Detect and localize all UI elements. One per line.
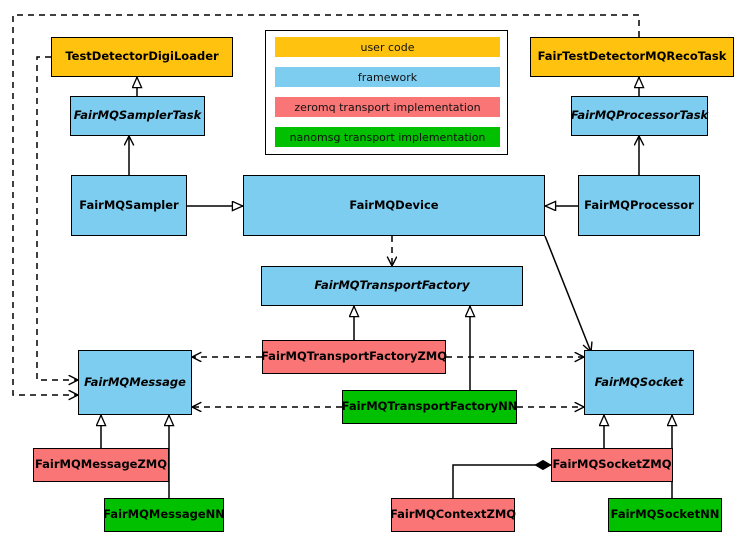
edge-digiloader-message — [36, 56, 78, 380]
class-node-fairmqprocessortask[interactable]: FairMQProcessorTask — [571, 96, 708, 136]
class-node-fairmqsamplertask[interactable]: FairMQSamplerTask — [70, 96, 205, 136]
edge-recotask-message — [12, 14, 640, 395]
class-label: FairMQSampler — [79, 197, 179, 212]
class-label: FairMQContextZMQ — [389, 507, 517, 522]
class-node-fairmqmessage[interactable]: FairMQMessage — [78, 350, 192, 415]
class-label: TestDetectorDigiLoader — [65, 49, 219, 64]
class-node-fairtestdetectormqrecotask[interactable]: FairTestDetectorMQRecoTask — [530, 37, 734, 77]
edge-device-socket — [544, 235, 591, 352]
class-label: FairMQSocket — [594, 374, 684, 389]
class-node-testdetectordigiloader[interactable]: TestDetectorDigiLoader — [51, 37, 233, 77]
class-label: FairMQMessageNN — [103, 507, 225, 522]
class-node-fairmqsampler[interactable]: FairMQSampler — [71, 175, 187, 236]
class-node-fairmqmessagezmq[interactable]: FairMQMessageZMQ — [33, 448, 169, 482]
legend-item-nanomsg: nanomsg transport implementation — [275, 127, 500, 147]
legend-item-zeromq: zeromq transport implementation — [275, 97, 500, 117]
class-node-fairmqmessagenn[interactable]: FairMQMessageNN — [103, 498, 225, 532]
class-node-fairmqsocketzmq[interactable]: FairMQSocketZMQ — [551, 448, 673, 482]
class-label: FairMQSocketZMQ — [552, 457, 672, 472]
class-label: FairMQSamplerTask — [73, 108, 202, 123]
class-node-fairmqtransportfactory[interactable]: FairMQTransportFactory — [261, 266, 523, 306]
class-node-fairmqsocketnn[interactable]: FairMQSocketNN — [608, 498, 722, 532]
class-node-fairmqsocket[interactable]: FairMQSocket — [584, 350, 694, 415]
class-label: FairMQMessageZMQ — [34, 457, 168, 472]
legend-label-user-code: user code — [360, 40, 415, 54]
legend-label-framework: framework — [357, 70, 418, 84]
legend-item-framework: framework — [275, 67, 500, 87]
class-label: FairTestDetectorMQRecoTask — [537, 49, 727, 64]
class-label: FairMQMessage — [84, 374, 186, 389]
class-node-fairmqtransportfactoryzmq[interactable]: FairMQTransportFactoryZMQ — [261, 340, 448, 374]
edge-contextzmq-socketzmq — [452, 465, 551, 498]
class-label: FairMQSocketNN — [610, 507, 720, 522]
class-label: FairMQTransportFactoryZMQ — [261, 349, 448, 364]
class-label: FairMQTransportFactoryNN — [341, 399, 518, 414]
class-node-fairmqcontextzmq[interactable]: FairMQContextZMQ — [389, 498, 517, 532]
class-label: FairMQTransportFactory — [314, 278, 470, 293]
class-label: FairMQProcessor — [584, 197, 694, 212]
legend-label-zeromq: zeromq transport implementation — [294, 100, 481, 114]
class-node-fairmqprocessor[interactable]: FairMQProcessor — [578, 175, 700, 236]
class-node-fairmqdevice[interactable]: FairMQDevice — [243, 175, 545, 236]
legend-item-user-code: user code — [275, 37, 500, 57]
class-label: FairMQDevice — [349, 197, 439, 212]
class-node-fairmqtransportfactorynn[interactable]: FairMQTransportFactoryNN — [342, 390, 517, 424]
legend-panel: user code framework zeromq transport imp… — [265, 30, 508, 155]
legend-label-nanomsg: nanomsg transport implementation — [289, 130, 486, 144]
class-label: FairMQProcessorTask — [570, 108, 709, 123]
